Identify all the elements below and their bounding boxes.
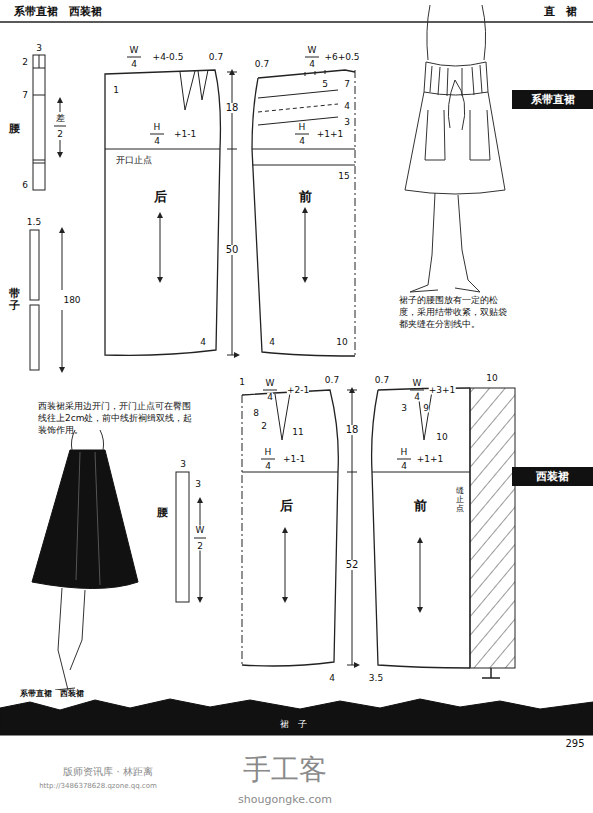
dimension-label: 4 xyxy=(344,102,350,111)
dimension-label: 8 xyxy=(253,409,259,418)
watermark: 版师资讯库 · 林距离 xyxy=(63,767,153,777)
dimension-label: 1.5 xyxy=(27,218,41,227)
dimension-label: +1-1 xyxy=(283,455,305,464)
dimension-label: 3 xyxy=(180,460,186,469)
dimension-label: 腰 xyxy=(157,507,168,518)
dimension-label: +6+0.5 xyxy=(324,53,359,62)
tab-label: 西装裙 xyxy=(536,469,569,484)
section-tab: 西装裙 xyxy=(512,467,593,486)
dimension-label: 295 xyxy=(565,739,584,749)
dimension-label: H xyxy=(265,448,272,457)
dimension-label: 3 xyxy=(195,480,201,489)
note-text: 裙子的腰围放有一定的松度，采用结带收紧，双贴袋都夹缝在分割线中。 xyxy=(399,294,513,330)
dimension-label: 4 xyxy=(267,393,273,402)
dimension-label: +2-1 xyxy=(287,386,309,395)
dimension-label: 9 xyxy=(423,404,429,413)
dimension-label: 腰 xyxy=(9,123,20,134)
dimension-label: 4 xyxy=(154,137,160,146)
dimension-label: 系带直裙 西装裙 xyxy=(14,6,102,17)
dimension-label: 15 xyxy=(338,172,349,181)
dimension-label: 4 xyxy=(414,393,420,402)
dimension-label: 后 xyxy=(280,499,293,512)
dimension-label: 7 xyxy=(22,91,28,100)
dimension-label: 10 xyxy=(436,433,447,442)
dimension-label: 带子 xyxy=(9,288,20,312)
dimension-label: W xyxy=(130,46,139,55)
note-text: 西装裙采用边开门，开门止点可在臀围线往上2cm处，前中线折裥缉双线，起装饰作用。 xyxy=(38,400,198,436)
dimension-label: +3+1 xyxy=(429,386,456,395)
dimension-label: W xyxy=(308,46,317,55)
dimension-label: 3.5 xyxy=(369,674,383,683)
dimension-label: 180 xyxy=(63,296,80,305)
dimension-label: 2 xyxy=(22,58,28,67)
dimension-label: H xyxy=(299,123,306,132)
dimension-label: 3 xyxy=(401,404,407,413)
dimension-label: 0.7 xyxy=(325,376,339,385)
dimension-label: 11 xyxy=(292,428,303,437)
dimension-label: 1 xyxy=(239,378,245,387)
dimension-label: 直 裙 xyxy=(544,6,577,17)
dimension-label: 52 xyxy=(346,560,359,570)
dimension-label: 6 xyxy=(22,181,28,190)
dimension-label: 10 xyxy=(336,338,347,347)
dimension-label: +1+1 xyxy=(317,130,344,139)
dimension-label: 0.7 xyxy=(209,53,223,62)
dimension-label: 3 xyxy=(36,44,42,53)
dimension-label: 1 xyxy=(113,86,119,95)
dimension-label: 50 xyxy=(226,245,239,255)
dimension-label: 4 xyxy=(299,137,305,146)
dimension-label: 3 xyxy=(344,118,350,127)
dimension-label: 2 xyxy=(261,422,267,431)
dimension-label: 0.7 xyxy=(255,60,269,69)
dimension-label: 裙 子 xyxy=(280,720,307,729)
dimension-label: 缝止点 xyxy=(456,487,464,513)
dimension-label: 4 xyxy=(329,674,335,683)
dimension-label: 0.7 xyxy=(375,376,389,385)
dimension-label: 7 xyxy=(344,80,350,89)
dimension-label: 2 xyxy=(197,542,203,551)
dimension-label: 10 xyxy=(486,374,497,383)
watermark: 手工客 xyxy=(243,756,327,784)
dimension-label: 4 xyxy=(401,462,407,471)
watermark: shougongke.com xyxy=(238,794,332,805)
dimension-label: 18 xyxy=(226,103,239,113)
dimension-label: 2 xyxy=(57,130,63,139)
dimension-label: 4 xyxy=(309,60,315,69)
section-tab: 系带直裙 xyxy=(512,90,593,109)
dimension-label: H xyxy=(154,123,161,132)
dimension-label: 系带直裙 西装裙 xyxy=(20,690,84,698)
tab-label: 系带直裙 xyxy=(531,92,575,107)
dimension-label: 前 xyxy=(299,190,312,203)
dimension-label: +1-1 xyxy=(174,130,196,139)
dimension-label: 后 xyxy=(154,190,167,203)
dimension-label: 4 xyxy=(131,60,137,69)
dimension-label: W xyxy=(196,526,205,535)
dimension-label: 差 xyxy=(56,114,65,123)
dimension-label: 开口止点 xyxy=(116,156,152,165)
dimension-label: 18 xyxy=(346,425,359,435)
dimension-label: 4 xyxy=(269,338,275,347)
dimension-label: 5 xyxy=(322,80,328,89)
dimension-label: H xyxy=(401,448,408,457)
dimension-label: +4-0.5 xyxy=(153,53,184,62)
dimension-label: +1+1 xyxy=(417,455,444,464)
dimension-label: W xyxy=(413,379,422,388)
dimension-label: 前 xyxy=(414,499,427,512)
watermark: http://3486378628.qzone.qq.com xyxy=(39,783,157,790)
dimension-label: 4 xyxy=(265,462,271,471)
dimension-label: W xyxy=(266,379,275,388)
dimension-label: 4 xyxy=(200,338,206,347)
